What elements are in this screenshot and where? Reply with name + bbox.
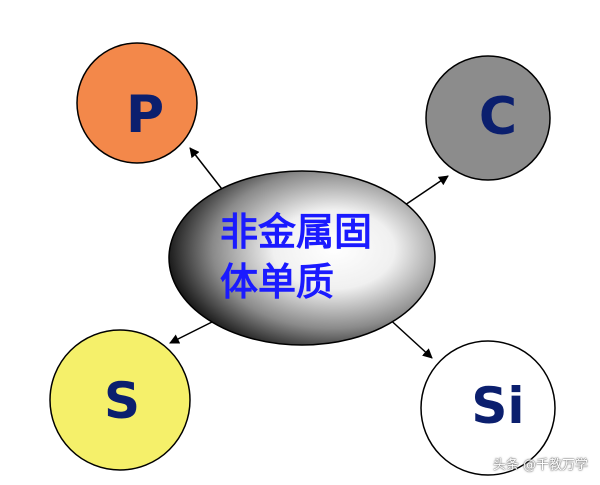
arrow-to-c — [404, 175, 449, 206]
node-c: C — [425, 55, 551, 181]
center-ellipse — [168, 170, 436, 346]
watermark: 头条 @千教万学 — [492, 458, 588, 473]
node-s-circle — [49, 329, 191, 471]
node-s: S — [49, 329, 191, 471]
node-p: P — [76, 42, 198, 164]
node-c-label: C — [479, 87, 517, 147]
node-si: Si — [420, 340, 556, 476]
arrow-to-p — [189, 147, 226, 194]
node-p-label: P — [126, 85, 164, 145]
center-node: 非金属固 体单质 — [168, 170, 436, 346]
center-text-line1: 非金属固 — [220, 210, 372, 254]
center-text-line2: 体单质 — [220, 260, 334, 304]
node-c-circle — [425, 55, 551, 181]
arrow-to-s — [169, 321, 213, 344]
node-s-label: S — [104, 372, 140, 430]
node-p-circle — [76, 42, 198, 164]
node-si-circle — [420, 340, 556, 476]
node-si-label: Si — [471, 377, 524, 435]
